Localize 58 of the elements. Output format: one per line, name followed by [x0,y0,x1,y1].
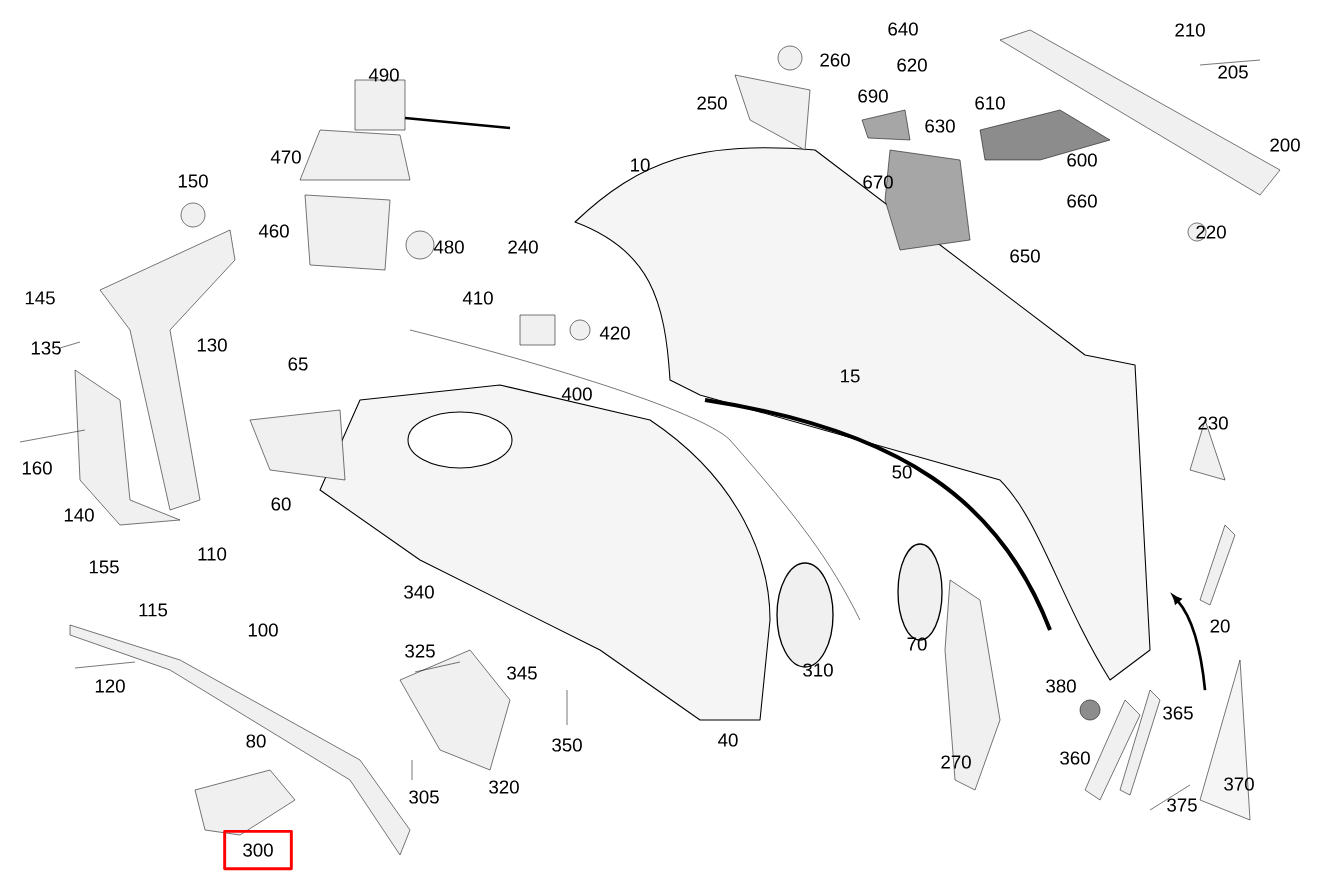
callout-number: 10 [631,158,650,172]
callout-number: 15 [841,369,860,383]
callout-number: 130 [197,338,227,352]
callout-number: 60 [271,497,291,511]
callout-number: 350 [552,738,582,752]
callout-number: 200 [1270,138,1300,152]
callout-number: 80 [246,734,266,748]
callout-number: 365 [1163,706,1193,720]
callout-number: 620 [897,58,927,72]
callout-number: 320 [489,780,519,794]
callout-number: 310 [803,663,833,677]
callout-number: 305 [409,790,439,804]
callout-number: 375 [1167,798,1197,812]
callout-number: 115 [139,603,168,617]
callout-number: 50 [892,465,912,479]
callout-number: 480 [433,240,464,254]
callout-number: 20 [1210,619,1230,633]
callout-number: 40 [718,733,738,747]
callout-number: 65 [288,357,308,371]
callout-number: 240 [508,240,538,254]
callout-number: 325 [405,644,435,658]
callout-number: 210 [1175,23,1205,37]
callout-number: 110 [198,547,227,561]
callout-number: 70 [907,637,927,651]
callout-number: 345 [507,666,537,680]
callout-number: 420 [599,326,630,340]
callout-number: 145 [25,291,55,305]
callout-number: 260 [820,53,850,67]
callout-number: 670 [863,175,893,189]
callout-number: 150 [178,174,208,188]
callout-number: 360 [1060,751,1090,765]
callout-number: 690 [858,89,888,103]
callout-number: 370 [1224,777,1254,791]
callout-number: 250 [697,96,727,110]
callout-number: 220 [1196,225,1226,239]
callout-number: 120 [95,679,125,693]
callout-number: 100 [248,623,278,637]
callout-number: 270 [941,755,971,769]
callout-number: 205 [1218,65,1248,79]
callout-number: 155 [89,560,119,574]
callout-number: 610 [975,96,1005,110]
callout-number: 490 [368,68,399,82]
callout-number: 340 [404,585,434,599]
callout-number: 660 [1067,194,1097,208]
callout-number: 460 [258,224,289,238]
callout-number: 380 [1046,679,1076,693]
callout-number: 600 [1067,153,1097,167]
callout-number: 230 [1198,416,1228,430]
callout-number: 410 [462,291,493,305]
callout-number: 640 [888,22,918,36]
callout-number: 140 [64,508,94,522]
callout-number: 650 [1010,249,1040,263]
callout-number: 400 [561,387,592,401]
callout-number: 160 [22,461,52,475]
callout-number: 470 [270,150,301,164]
callout-number: 135 [31,341,61,355]
callout-number: 630 [925,119,955,133]
callout-box: 300 [223,829,293,871]
